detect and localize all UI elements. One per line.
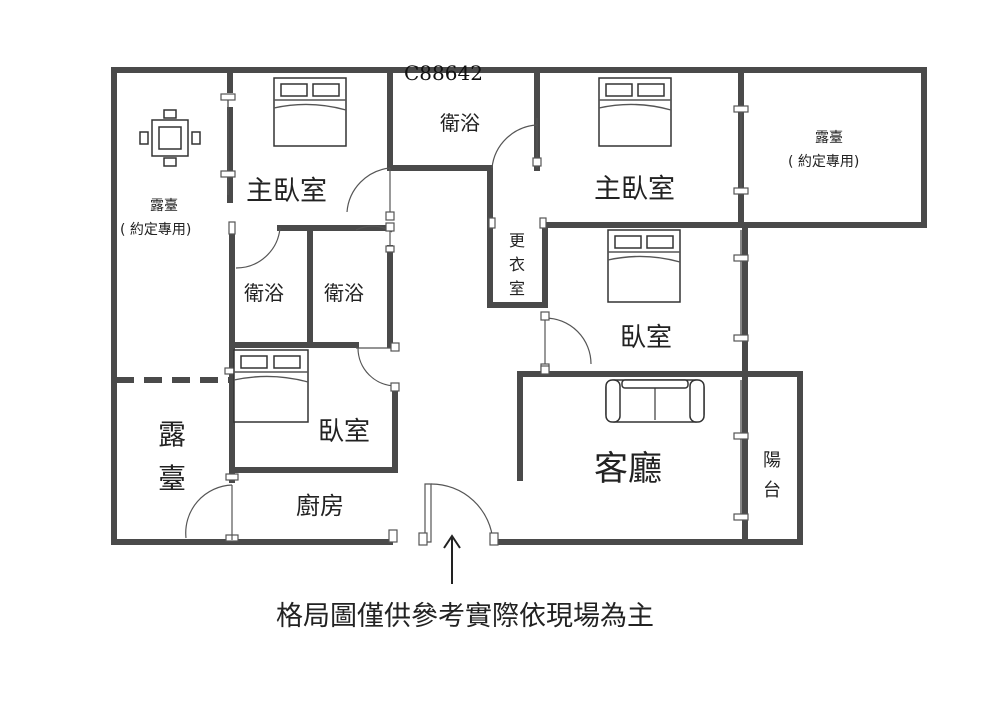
bedroom-1-label: 臥室 xyxy=(318,417,370,447)
closet-label-3: 室 xyxy=(509,279,525,298)
closet-label-2: 衣 xyxy=(509,255,525,274)
bed-icon-master-1 xyxy=(273,77,347,147)
master-bedroom-2-label: 主臥室 xyxy=(594,174,675,205)
bedroom-2-label: 臥室 xyxy=(620,323,672,353)
master-bedroom-1-label: 主臥室 xyxy=(246,176,327,207)
doors xyxy=(185,118,592,546)
bed-icon-master-2 xyxy=(598,77,672,147)
kitchen-label: 廚房 xyxy=(296,492,344,520)
bed-icon-bedroom-1 xyxy=(233,349,309,423)
terrace-right-sub-label: ( 約定專用) xyxy=(788,154,859,170)
dining-table-icon xyxy=(139,109,201,167)
windows xyxy=(220,93,749,542)
room-labels: C88642 露臺 ( 約定專用) 主臥室 衛浴 衛浴 衛浴 臥室 露 臺 廚房… xyxy=(120,61,859,632)
terrace-left-top-sub-label: ( 約定專用) xyxy=(120,222,191,238)
terrace-left-bottom-label-2: 臺 xyxy=(158,462,186,495)
outer-walls xyxy=(111,67,927,545)
terrace-right-label: 露臺 xyxy=(815,130,843,146)
entrance-arrow-icon xyxy=(443,534,461,584)
furniture xyxy=(139,77,705,584)
plan-code: C88642 xyxy=(404,61,483,85)
disclaimer-note: 格局圖僅供參考實際依現場為主 xyxy=(276,601,654,632)
sofa-icon xyxy=(605,379,705,423)
closet-label-1: 更 xyxy=(509,231,525,250)
terrace-left-top-label: 露臺 xyxy=(150,198,178,214)
balcony-label-2: 台 xyxy=(763,480,781,501)
balcony-label-1: 陽 xyxy=(763,450,781,471)
bath-2-label: 衛浴 xyxy=(244,281,284,305)
bath-3-label: 衛浴 xyxy=(324,281,364,305)
bath-1-label: 衛浴 xyxy=(440,111,480,135)
terrace-left-bottom-label-1: 露 xyxy=(158,418,186,451)
bed-icon-bedroom-2 xyxy=(607,229,681,303)
living-room-label: 客廳 xyxy=(594,449,662,489)
